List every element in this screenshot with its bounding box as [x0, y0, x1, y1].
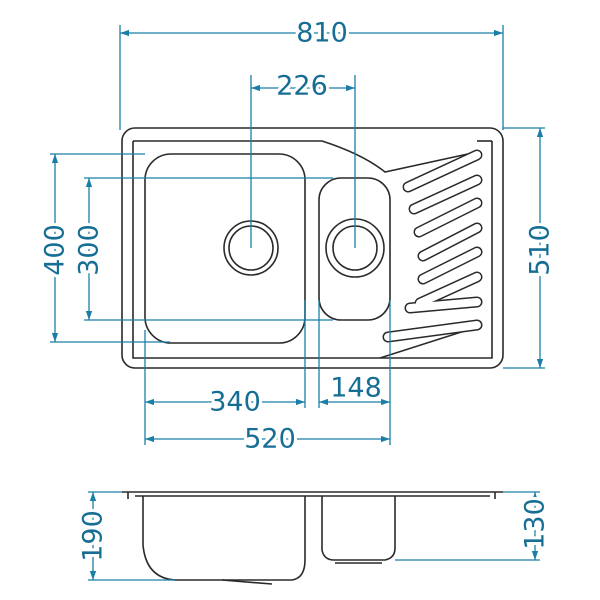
dim-label-130: 130 — [520, 498, 551, 550]
dim-label-226: 226 — [276, 71, 328, 102]
dim-label-520: 520 — [244, 424, 296, 455]
sink-inner-rim-bottom — [132, 141, 478, 359]
dimension-lines — [50, 25, 545, 445]
drainer-grooves — [382, 149, 483, 343]
sink-side-view — [88, 491, 540, 585]
large-bowl — [144, 153, 306, 344]
dim-label-810: 810 — [296, 18, 348, 49]
dim-label-300: 300 — [74, 224, 105, 276]
large-bowl-profile — [142, 496, 306, 581]
sink-inner-rim-top — [133, 140, 478, 173]
sink-top-view — [121, 127, 504, 369]
dim-label-190: 190 — [78, 510, 109, 562]
dim-label-340: 340 — [209, 387, 261, 418]
dim-label-510: 510 — [525, 224, 556, 276]
dim-label-148: 148 — [330, 373, 382, 404]
sink-outer-edge — [121, 127, 504, 369]
dim-label-400: 400 — [40, 224, 71, 276]
small-bowl-profile — [321, 496, 396, 561]
